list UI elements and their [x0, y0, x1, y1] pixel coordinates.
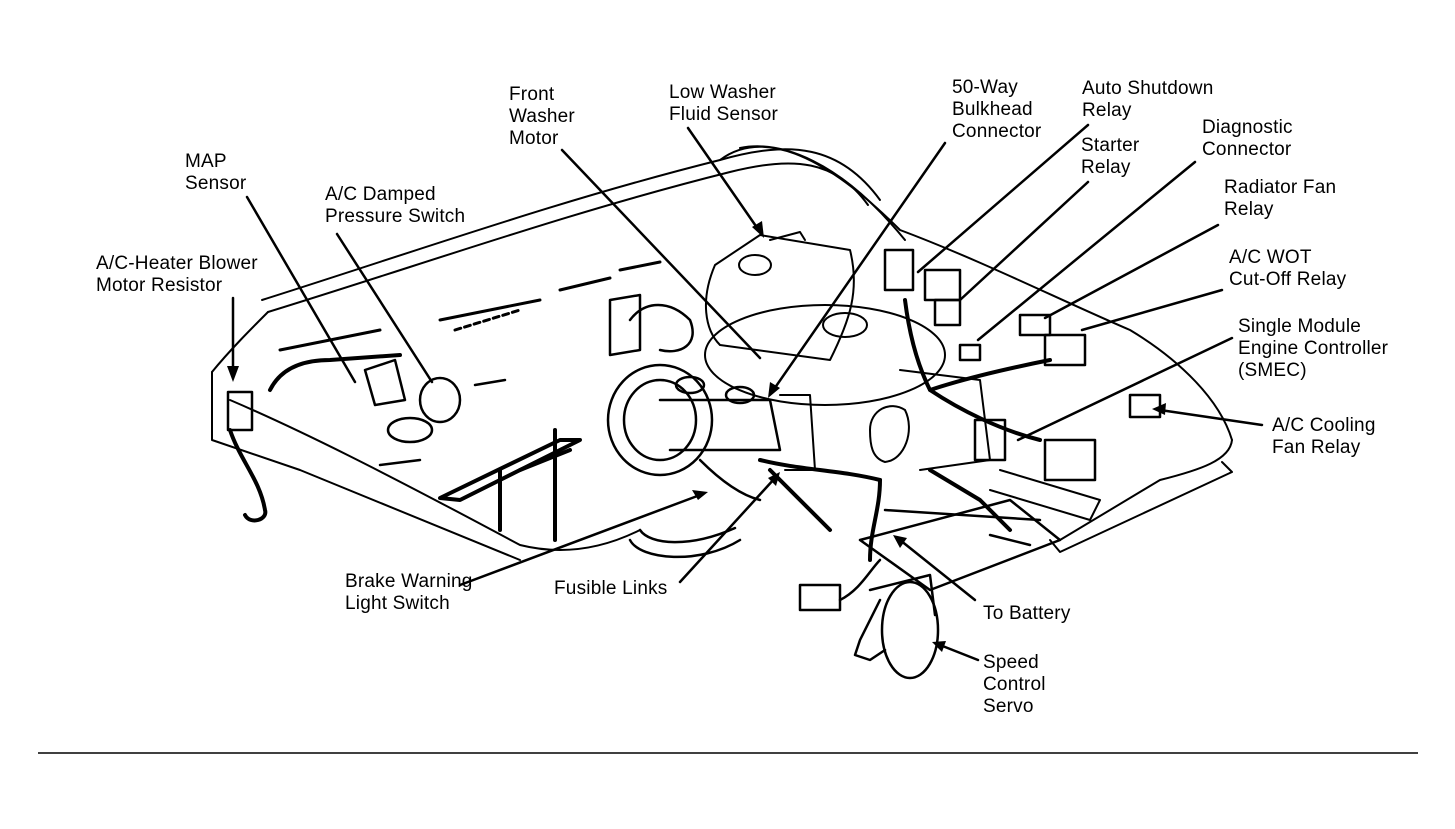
strut-brace [438, 428, 582, 542]
label-map-sensor: MAP Sensor [185, 151, 247, 194]
leader-radiator-fan-relay [1043, 223, 1220, 320]
label-starter-relay: Starter Relay [1081, 135, 1140, 178]
arrow-to-battery [893, 535, 907, 548]
leader-diagnostic-connector [976, 160, 1197, 342]
leader-ac-wot-relay [1080, 288, 1224, 332]
leader-ac-cooling-fan [1158, 408, 1264, 427]
leader-to-battery [898, 538, 977, 602]
label-fusible-links: Fusible Links [554, 578, 668, 599]
engine-block [779, 369, 1101, 521]
arrow-bulkhead [768, 382, 780, 398]
leader-low-washer-fluid [686, 126, 762, 234]
label-ac-damped-pressure-switch: A/C Damped Pressure Switch [325, 184, 466, 227]
arrow-speed-control [932, 641, 946, 652]
label-ac-wot-cut-off-relay: A/C WOT Cut-Off Relay [1229, 247, 1347, 290]
label-radiator-fan-relay: Radiator Fan Relay [1224, 177, 1337, 220]
leader-brake-warning [458, 493, 702, 587]
label-front-washer-motor: Front Washer Motor [509, 84, 575, 149]
leader-auto-shutdown [916, 123, 1090, 274]
leader-smec [1016, 336, 1234, 442]
label-to-battery: To Battery [983, 603, 1071, 624]
label-low-washer-fluid-sensor: Low Washer Fluid Sensor [669, 82, 779, 125]
leader-front-washer-motor [560, 148, 762, 360]
speed-control-servo-drawing [798, 558, 940, 680]
label-speed-control-servo: Speed Control Servo [983, 652, 1046, 717]
fender-outline [211, 145, 1233, 561]
label-diagnostic-connector: Diagnostic Connector [1202, 117, 1293, 160]
label-smec: Single Module Engine Controller (SMEC) [1238, 316, 1389, 381]
leader-fusible-links [678, 476, 777, 584]
leader-bulkhead-connector [770, 141, 947, 394]
label-brake-warning-light-switch: Brake Warning Light Switch [345, 571, 473, 614]
label-50-way-bulkhead-connector: 50-Way Bulkhead Connector [952, 77, 1042, 142]
brake-booster [606, 363, 782, 559]
arrow-fusible-links [768, 472, 780, 486]
left-components [226, 293, 694, 467]
label-ac-heater-blower-motor-resistor: A/C-Heater Blower Motor Resistor [96, 253, 258, 296]
battery-tray [858, 498, 1062, 592]
relay-cluster [883, 248, 1162, 482]
arrow-brake-warning [692, 490, 708, 500]
arrow-ac-heater-blower [227, 366, 239, 382]
arrow-low-washer-fluid [752, 221, 764, 238]
leader-ac-damped-pressure [335, 232, 434, 384]
leader-speed-control-servo [938, 643, 980, 662]
label-ac-cooling-fan-relay: A/C Cooling Fan Relay [1272, 415, 1376, 458]
leader-starter-relay [958, 180, 1090, 302]
wiring-harness [228, 298, 1052, 562]
arrowheads [227, 221, 1166, 652]
label-auto-shutdown-relay: Auto Shutdown Relay [1082, 78, 1214, 121]
cowl-ribbing [278, 260, 662, 352]
leader-map-sensor [245, 195, 357, 384]
leader-lines [231, 123, 1264, 662]
arrow-ac-cooling-fan [1152, 403, 1166, 415]
